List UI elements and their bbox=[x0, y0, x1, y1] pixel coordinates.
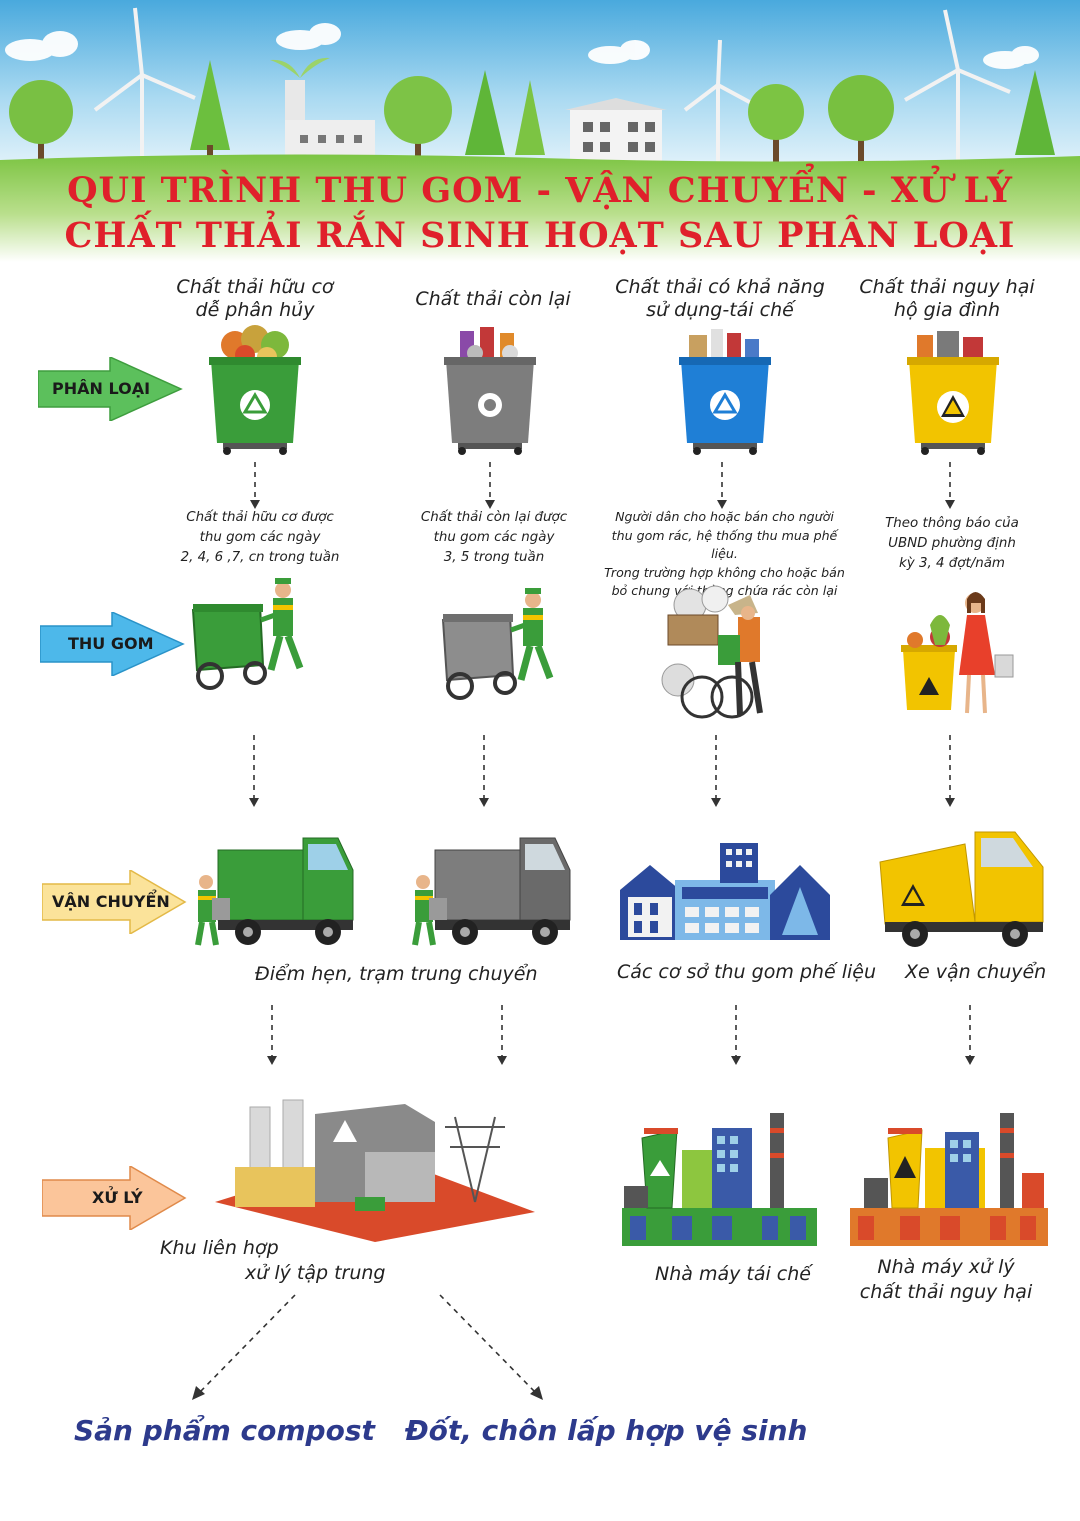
trash-bin-icon bbox=[444, 327, 536, 455]
stage-arrow-classify: PHÂN LOẠI bbox=[38, 357, 183, 421]
tree-icon bbox=[9, 60, 1055, 170]
note-line: thu gom các ngày bbox=[199, 530, 321, 545]
woman-icon bbox=[901, 592, 1014, 714]
hazard-icon bbox=[894, 1156, 916, 1178]
recycle-icon bbox=[242, 392, 268, 414]
hazard-icon bbox=[919, 677, 939, 695]
collection-note-remaining: Chất thải còn lại được thu gom các ngày … bbox=[394, 508, 594, 568]
category-header-hazardous-line2: hộ gia đình bbox=[893, 299, 1001, 321]
title-line-1: QUI TRÌNH THU GOM - VẬN CHUYỂN - XỬ LÝ bbox=[67, 170, 1013, 211]
treatment-label-hazard-plant-line1: Nhà máy xử lý bbox=[877, 1256, 1015, 1278]
category-header-organic-line1: Chất thải hữu cơ bbox=[176, 276, 334, 298]
category-header-remaining: Chất thải còn lại bbox=[378, 288, 608, 311]
waste-cart-icon bbox=[191, 578, 304, 690]
scrap-facility-icon bbox=[620, 843, 830, 940]
note-line: kỳ 3, 4 đợt/năm bbox=[899, 556, 1005, 571]
trash-bin-icon bbox=[679, 329, 771, 455]
header-banner bbox=[0, 0, 1080, 262]
bicycle-collector-icon bbox=[661, 585, 763, 719]
stage-label-collect: THU GOM bbox=[68, 634, 154, 653]
category-header-remaining-line2: Chất thải còn lại bbox=[415, 288, 571, 310]
cloud-icon bbox=[5, 23, 1039, 69]
note-line: 2, 4, 6 ,7, cn trong tuần bbox=[180, 550, 340, 565]
recycle-icon bbox=[650, 1160, 670, 1176]
treatment-label-hazard-plant-line2: chất thải nguy hại bbox=[859, 1281, 1033, 1303]
category-header-recyclable-line2: sử dụng-tái chế bbox=[646, 299, 794, 321]
treatment-label-recycling-plant: Nhà máy tái chế bbox=[655, 1263, 811, 1285]
treatment-complex-icon bbox=[215, 1099, 535, 1242]
category-header-hazardous: Chất thải nguy hại hộ gia đình bbox=[832, 276, 1062, 322]
note-line: Theo thông báo của bbox=[885, 516, 1019, 531]
note-line: Chất thải hữu cơ được bbox=[186, 510, 334, 525]
note-line: thu gom rác, hệ thống thu mua phế liệu. bbox=[611, 527, 838, 562]
treatment-label-complex-line2: xử lý tập trung bbox=[245, 1262, 386, 1284]
note-line: UBND phường định bbox=[888, 536, 1016, 551]
recycle-icon bbox=[333, 1120, 357, 1142]
note-line: 3, 5 trong tuần bbox=[443, 550, 545, 565]
collection-note-organic: Chất thải hữu cơ được thu gom các ngày 2… bbox=[160, 508, 360, 568]
note-line: Trong trường hợp không cho hoặc bán bbox=[604, 564, 845, 580]
stage-label-transport: VẬN CHUYỂN bbox=[52, 892, 170, 911]
category-header-recyclable-line1: Chất thải có khả năng bbox=[615, 276, 825, 298]
collection-note-hazardous: Theo thông báo của UBND phường định kỳ 3… bbox=[857, 514, 1047, 574]
stage-arrow-collect: THU GOM bbox=[40, 612, 185, 676]
stage-label-treat: XỬ LÝ bbox=[92, 1188, 143, 1207]
recycle-icon bbox=[712, 392, 738, 414]
garbage-truck-icon bbox=[879, 831, 1044, 947]
title-line-2: CHẤT THẢI RẮN SINH HOẠT SAU PHÂN LOẠI bbox=[64, 215, 1016, 256]
hazard-plant-icon bbox=[850, 1113, 1048, 1246]
note-line: thu gom các ngày bbox=[433, 530, 555, 545]
result-burn-landfill: Đốt, chôn lấp hợp vệ sinh bbox=[405, 1414, 808, 1447]
trash-bin-icon bbox=[209, 325, 301, 455]
transport-label-vehicle: Xe vận chuyển bbox=[905, 961, 1047, 983]
result-compost: Sản phẩm compost bbox=[74, 1414, 375, 1447]
garbage-truck-icon bbox=[195, 837, 354, 946]
treatment-label-hazard-plant: Nhà máy xử lý chất thải nguy hại bbox=[835, 1255, 1057, 1305]
trash-bin-icon bbox=[907, 331, 999, 455]
category-header-organic: Chất thải hữu cơ dễ phân hủy bbox=[140, 276, 370, 322]
stage-label-classify: PHÂN LOẠI bbox=[52, 379, 151, 398]
category-header-recyclable: Chất thải có khả năng sử dụng-tái chế bbox=[605, 276, 835, 322]
note-line: Chất thải còn lại được bbox=[420, 510, 568, 525]
category-header-hazardous-line1: Chất thải nguy hại bbox=[859, 276, 1035, 298]
wind-turbine-icon bbox=[93, 7, 1011, 165]
treatment-label-complex-line1: Khu liên hợp bbox=[160, 1237, 279, 1259]
stage-arrow-treat: XỬ LÝ bbox=[42, 1166, 187, 1230]
stage-arrow-transport: VẬN CHUYỂN bbox=[42, 870, 187, 934]
category-header-organic-line2: dễ phân hủy bbox=[195, 299, 315, 321]
transport-label-scrap-facilities: Các cơ sở thu gom phế liệu bbox=[617, 961, 876, 983]
garbage-truck-icon bbox=[412, 837, 571, 946]
note-line: Người dân cho hoặc bán cho người bbox=[615, 509, 834, 524]
waste-cart-icon bbox=[441, 588, 554, 700]
recycling-plant-icon bbox=[622, 1113, 817, 1246]
transport-label-transfer-point: Điểm hẹn, trạm trung chuyển bbox=[255, 963, 538, 985]
